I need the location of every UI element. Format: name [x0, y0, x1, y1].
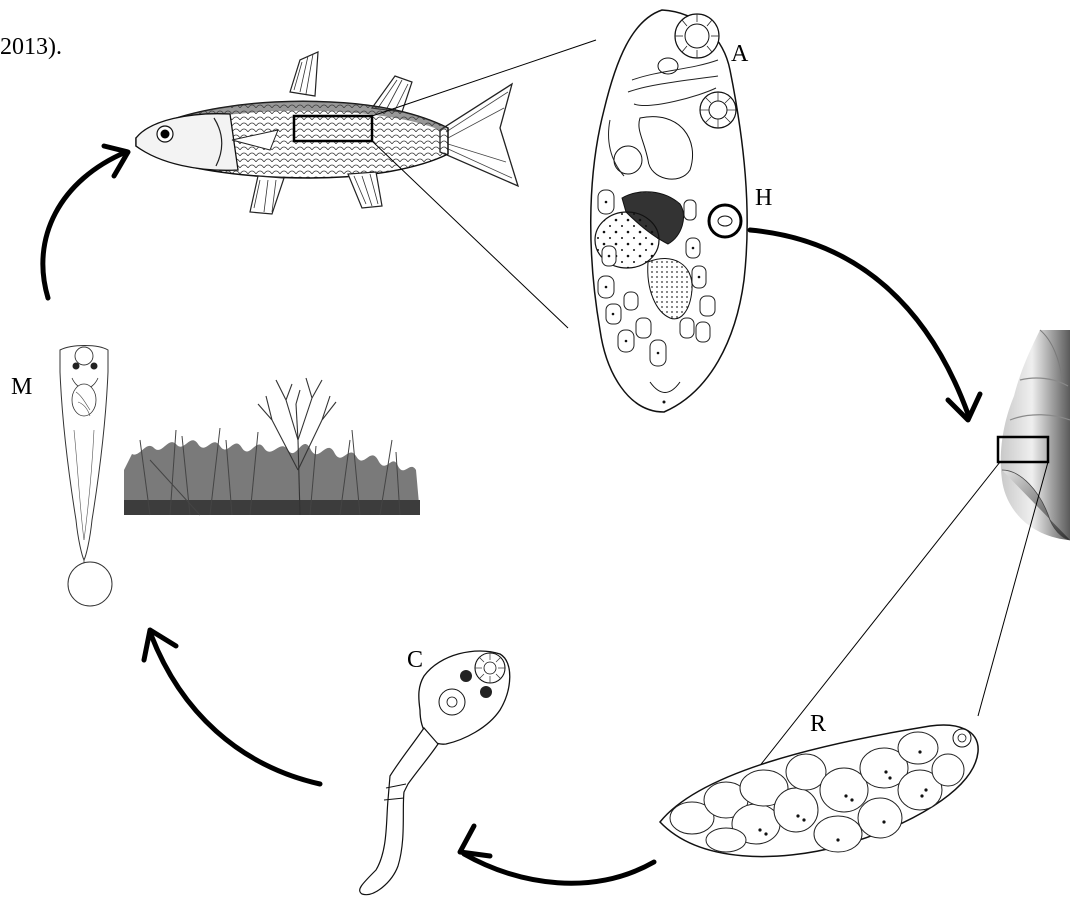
snail-shell-illustration	[998, 330, 1070, 540]
egg-label: H	[755, 186, 772, 210]
vegetation-illustration	[124, 378, 420, 515]
metacercaria-label: M	[11, 375, 32, 399]
redia-label: R	[810, 712, 826, 736]
metacercaria-illustration	[60, 346, 112, 607]
cercaria-label: C	[407, 648, 423, 672]
arrow-metacercaria-to-fish	[43, 146, 128, 298]
adult-label: A	[731, 42, 748, 66]
redia-illustration	[660, 725, 978, 857]
fish-illustration	[136, 52, 518, 214]
connector-line	[372, 141, 568, 328]
adult-fluke-illustration	[591, 10, 747, 412]
arrow-redia-to-cercaria	[460, 826, 654, 883]
arrow-cercaria-to-metacercaria	[144, 630, 320, 784]
arrow-egg-to-snail	[750, 230, 980, 420]
caption-fragment: 2013).	[0, 35, 62, 59]
